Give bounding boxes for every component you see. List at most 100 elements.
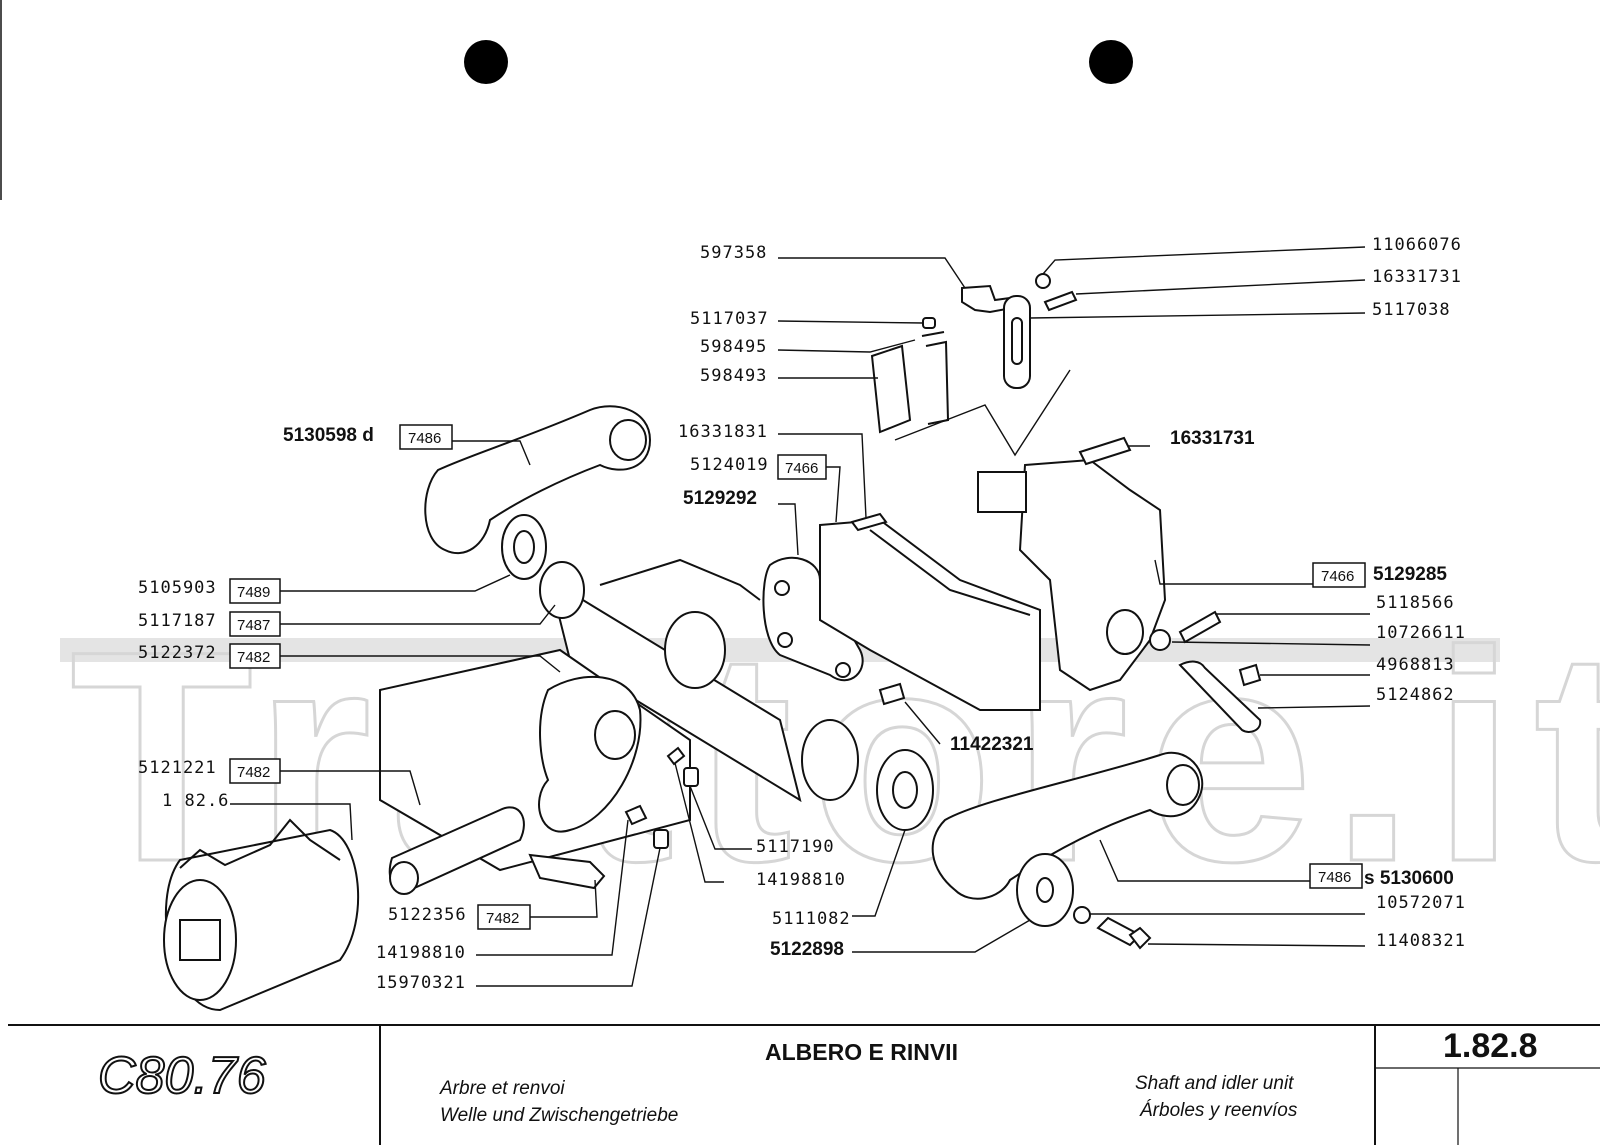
part-598493 (870, 344, 912, 434)
ref-text-7466a: 7466 (785, 460, 818, 477)
shaft-spline-front (801, 719, 859, 801)
part-pin (528, 853, 606, 890)
leader-14198810a (674, 762, 724, 883)
subtitle-spanish: Árboles y reenvíos (1139, 1100, 1298, 1121)
label-5124019: 5124019 (690, 455, 769, 475)
cylinder-face (163, 879, 237, 1001)
leader-5117038 (1029, 312, 1366, 319)
bracket-5129292-hole3 (835, 662, 851, 678)
lever-5130600-eye (1166, 764, 1200, 806)
part-16331731-top (1043, 290, 1078, 312)
part-598495 (921, 331, 950, 425)
label-14198810b: 14198810 (376, 943, 466, 963)
subtitle-french: Arbre et renvoi (439, 1078, 565, 1099)
cylinder-bracket (179, 818, 341, 869)
arm-5121221-spline (594, 710, 636, 760)
label-10572071: 10572071 (1376, 893, 1466, 913)
lever-5130598-eye (609, 419, 647, 461)
part-pin-5124862 (1178, 660, 1262, 733)
cylinder-square (179, 919, 221, 961)
leader-5121221 (280, 770, 421, 806)
label-15970321: 15970321 (376, 973, 466, 993)
leader-5130598 (452, 440, 531, 466)
leader-16331731-top (1075, 279, 1366, 295)
label-182-6: 1 82.6 (162, 791, 229, 811)
part-bolt-16331831 (850, 512, 888, 532)
leader-11422321 (904, 701, 941, 745)
washer-5122898-hole (1036, 877, 1054, 903)
label-598495: 598495 (700, 337, 767, 357)
label-11422321: 11422321 (950, 734, 1034, 755)
label-5124862: 5124862 (1376, 685, 1455, 705)
parts-drawing (163, 273, 1262, 1012)
part-washer-14198810a (666, 746, 686, 766)
section-title: ALBERO E RINVII (765, 1039, 958, 1065)
leader-5105903 (280, 574, 511, 592)
leader-10726611 (1171, 641, 1371, 646)
washer-5111082-hole (892, 771, 918, 809)
shaft-spline-end (539, 561, 585, 619)
ref-text-7489: 7489 (237, 584, 270, 601)
label-5117187: 5117187 (138, 611, 217, 631)
link-5122356-end (389, 861, 419, 895)
ref-box-7486b (1309, 863, 1363, 889)
leader-598495 (777, 339, 916, 353)
leader-182-6 (230, 803, 353, 841)
housing-outline (599, 558, 761, 601)
leader-5122356 (530, 879, 598, 918)
label-5117190: 5117190 (756, 837, 835, 857)
shaft-spline-mid (664, 611, 726, 689)
ref-text-7482a: 7482 (237, 649, 270, 666)
part-lever-5130598 (424, 405, 652, 555)
label-4968813: 4968813 (1376, 655, 1455, 675)
leader-5122372 (280, 655, 561, 673)
label-16331831: 16331831 (678, 422, 768, 442)
label-5122356: 5122356 (388, 905, 467, 925)
label-5105903: 5105903 (138, 578, 217, 598)
label-11066076: 11066076 (1372, 235, 1462, 255)
label-5122372: 5122372 (138, 643, 217, 663)
part-nut-10726611 (1149, 629, 1171, 651)
leader-5129292 (778, 503, 799, 556)
leader-5124019 (825, 466, 841, 523)
label-5130598: 5130598 d (283, 425, 374, 446)
part-labels: 597358 5117037 598495 598493 11066076 16… (138, 235, 1466, 993)
label-16331731-mid: 16331731 (1170, 428, 1255, 449)
ref-box-7466b (1312, 562, 1366, 588)
part-plate-5124019 (819, 518, 1041, 711)
part-11066076 (1035, 273, 1051, 289)
leader-14198810b (476, 819, 629, 956)
leader-5129285 (1154, 559, 1313, 585)
bracket-5129292-hole1 (774, 580, 790, 596)
punch-hole-right (1089, 40, 1133, 84)
part-bolt-16331731-mid (1078, 436, 1132, 466)
boxed-references: 7486 7466 7489 7487 7482 7466 7482 7486 … (229, 424, 1366, 930)
label-5129292: 5129292 (683, 488, 757, 509)
bolt-11408321-head (1128, 926, 1152, 950)
ref-text-7466b: 7466 (1321, 568, 1354, 585)
ref-text-7482b: 7482 (237, 764, 270, 781)
ref-text-7486a: 7486 (408, 430, 441, 447)
punch-hole-left (464, 40, 508, 84)
leader-15970321 (476, 847, 661, 987)
ref-box-7482c (477, 904, 531, 930)
washer-5105903-hole (513, 530, 535, 564)
label-597358: 597358 (700, 243, 767, 263)
bracket-outline (894, 369, 1071, 457)
page-number: 1.82.8 (1443, 1027, 1538, 1065)
leader-11408321 (1147, 943, 1366, 947)
ref-text-7482c: 7482 (486, 910, 519, 927)
casting-boss (1106, 609, 1144, 655)
leader-16331831 (778, 433, 867, 519)
ref-text-7487: 7487 (237, 617, 270, 634)
ref-box-7466a (777, 454, 827, 480)
label-5130600: s 5130600 (1364, 868, 1454, 889)
label-11408321: 11408321 (1376, 931, 1466, 951)
label-5129285: 5129285 (1373, 564, 1447, 585)
plate-5124019-edge (869, 529, 1031, 616)
leader-5130600 (1099, 839, 1313, 882)
bracket-5129292-hole2 (777, 632, 793, 648)
